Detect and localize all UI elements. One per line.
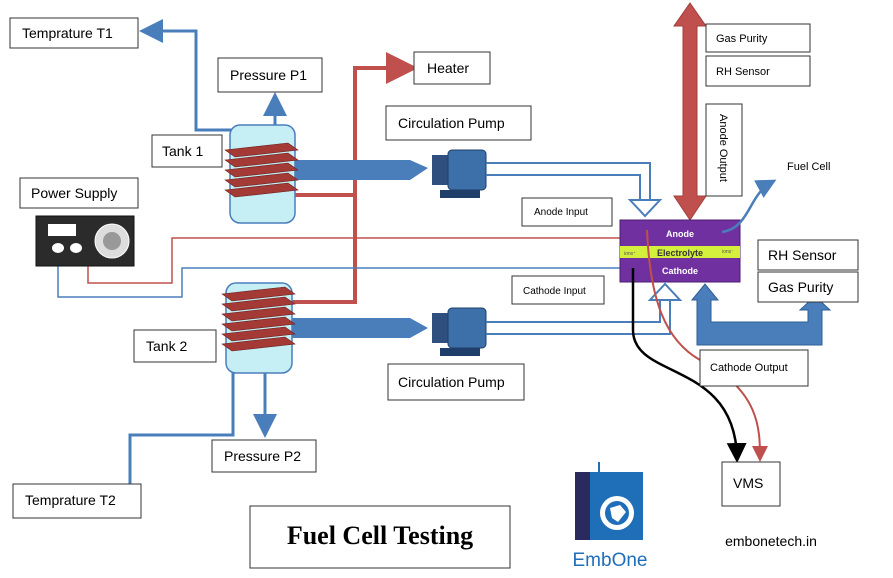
rh-sensor-top-label: RH Sensor (716, 66, 770, 78)
temperature-t2-box: Temprature T2 (12, 483, 142, 519)
cathode-output-box: Cathode Output (699, 349, 809, 387)
tank1-box: Tank 1 (151, 134, 223, 168)
vms-box: VMS (721, 461, 781, 507)
anode-input-label: Anode Input (534, 207, 588, 218)
t1-line (139, 19, 236, 132)
pressure-p2-label: Pressure P2 (224, 448, 301, 464)
power-supply-box: Power Supply (19, 177, 139, 209)
page-title: Fuel Cell Testing (287, 521, 473, 550)
cathode-label: Cathode (662, 266, 698, 276)
gas-purity-top-label: Gas Purity (716, 33, 768, 45)
vms-label: VMS (733, 475, 763, 491)
fuel-cell-label: Fuel Cell (787, 161, 830, 173)
cathode-output-label: Cathode Output (710, 362, 788, 374)
temperature-t1-box: Temprature T1 (9, 17, 139, 49)
anode-output-label: Anode Output (717, 114, 729, 182)
rh-sensor-right-label: RH Sensor (768, 247, 837, 263)
pressure-p2-box: Pressure P2 (211, 439, 317, 473)
fuel-cell-output-curve (721, 179, 777, 234)
rh-sensor-top-box: RH Sensor (705, 55, 811, 87)
tank2-box: Tank 2 (133, 329, 217, 363)
vms-black-line (631, 268, 747, 463)
power-red-wire (87, 237, 622, 284)
t2-line (128, 368, 235, 484)
heater-box: Heater (413, 51, 491, 85)
power-supply-device-icon (35, 215, 135, 267)
tank1-label: Tank 1 (162, 143, 203, 159)
circulation-pump-bottom-box: Circulation Pump (387, 363, 525, 401)
circulation-pump-top-icon (432, 149, 487, 198)
title-box: Fuel Cell Testing (249, 505, 511, 569)
circulation-pump-bottom-icon (432, 307, 487, 356)
anode-label: Anode (666, 229, 694, 239)
website-text: embonetech.in (725, 533, 817, 549)
heater-label: Heater (427, 60, 469, 76)
anode-output-arrow (673, 2, 707, 221)
electrolyte-label: Electrolyte (657, 248, 703, 258)
temperature-t1-label: Temprature T1 (22, 25, 113, 41)
pressure-p1-label: Pressure P1 (230, 67, 307, 83)
heater-line (292, 52, 418, 304)
temperature-t2-label: Temprature T2 (25, 492, 116, 508)
embone-logo: EmbOne (573, 462, 648, 571)
tank-1 (224, 124, 299, 224)
anode-input-box: Anode Input (521, 197, 613, 227)
tank-2 (221, 282, 296, 374)
cathode-input-label: Cathode Input (523, 286, 586, 297)
ions-left-label: ions⁺ (624, 251, 636, 257)
tank2-label: Tank 2 (146, 338, 187, 354)
ions-right-label: ions⁻ (722, 249, 734, 255)
power-blue-wire (57, 262, 622, 298)
cathode-output-arrow (690, 283, 832, 346)
circulation-pump-top-box: Circulation Pump (385, 105, 532, 141)
circulation-pump-bottom-label: Circulation Pump (398, 374, 505, 390)
anode-output-box: Anode Output (705, 103, 743, 197)
fuel-cell-stack: Anode Electrolyte ions⁺ ions⁻ Cathode (619, 219, 741, 283)
power-supply-label: Power Supply (31, 185, 117, 201)
gas-purity-top-box: Gas Purity (705, 23, 811, 53)
tank1-pipe (292, 160, 428, 180)
anode-input-pipe (486, 162, 663, 218)
cathode-input-box: Cathode Input (511, 275, 605, 305)
tank2-pipe (292, 318, 428, 338)
gas-purity-right-box: Gas Purity (757, 271, 859, 303)
pressure-p1-box: Pressure P1 (217, 57, 323, 93)
gas-purity-right-label: Gas Purity (768, 279, 833, 295)
rh-sensor-right-box: RH Sensor (757, 239, 859, 271)
logo-text: EmbOne (573, 550, 648, 571)
circulation-pump-top-label: Circulation Pump (398, 115, 505, 131)
